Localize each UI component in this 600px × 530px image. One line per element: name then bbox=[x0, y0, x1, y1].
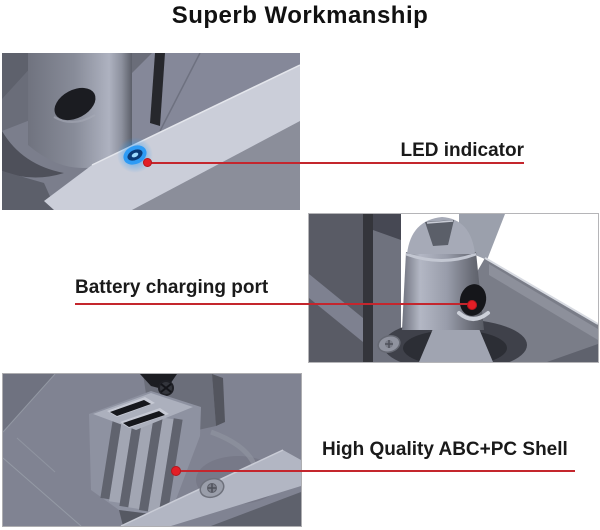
plate-dark-corner bbox=[547, 344, 598, 362]
base-screw-boss bbox=[199, 477, 225, 499]
callout-label-shell: High Quality ABC+PC Shell bbox=[322, 439, 568, 460]
cap-notch-edge bbox=[426, 220, 454, 224]
callout-line-charging-port bbox=[75, 303, 472, 305]
callout-dot-shell bbox=[171, 466, 181, 476]
photo1-upper-facet bbox=[92, 53, 300, 165]
column-edge bbox=[212, 374, 225, 426]
neck-flange bbox=[405, 252, 477, 262]
photo-battery-top-led bbox=[2, 53, 300, 210]
callout-dot-led-indicator bbox=[143, 158, 152, 167]
slot2 bbox=[123, 411, 165, 427]
mid-facet bbox=[373, 214, 401, 362]
cylinder-hole bbox=[54, 87, 96, 121]
photo3-dark-corner bbox=[211, 492, 301, 526]
photo-battery-shell bbox=[2, 373, 302, 527]
photo3-seam-2 bbox=[3, 457, 82, 526]
callout-line-shell bbox=[176, 470, 575, 472]
photo3-seam-1 bbox=[3, 374, 56, 433]
battery-port-render bbox=[309, 214, 598, 362]
collar-shadow bbox=[2, 131, 64, 178]
plate-band bbox=[489, 264, 598, 340]
cleat-top-face bbox=[93, 393, 193, 430]
support-rod bbox=[363, 214, 373, 362]
photo1-slot bbox=[150, 53, 165, 126]
port-highlight bbox=[457, 311, 490, 321]
left-panel-band bbox=[309, 274, 363, 342]
callout-label-led-indicator: LED indicator bbox=[400, 140, 524, 161]
plate-edge-highlight bbox=[484, 257, 598, 325]
callout-line-led-indicator bbox=[148, 162, 524, 164]
hole-rim-highlight bbox=[53, 114, 96, 123]
screw-boss bbox=[377, 335, 401, 353]
led-indicator-glyph bbox=[117, 137, 153, 173]
base-cone bbox=[419, 324, 493, 362]
cap-notch bbox=[425, 220, 454, 246]
photo-battery-charging-port bbox=[308, 213, 599, 363]
led-core bbox=[131, 152, 139, 158]
photo1-bottom-left bbox=[2, 171, 56, 210]
mid-facet-shadow bbox=[373, 214, 401, 240]
photo1-seam bbox=[159, 53, 201, 132]
led-band bbox=[44, 65, 300, 210]
cleat-ribs bbox=[100, 417, 183, 515]
slot1 bbox=[110, 400, 151, 416]
page-title: Superb Workmanship bbox=[171, 2, 429, 29]
column-screw bbox=[158, 380, 174, 396]
callout-dot-charging-port bbox=[467, 300, 477, 310]
photo3-seam-3 bbox=[16, 437, 56, 473]
battery-shell-render bbox=[3, 374, 301, 526]
battery-top-render bbox=[2, 53, 300, 210]
callout-label-charging-port: Battery charging port bbox=[75, 277, 269, 298]
